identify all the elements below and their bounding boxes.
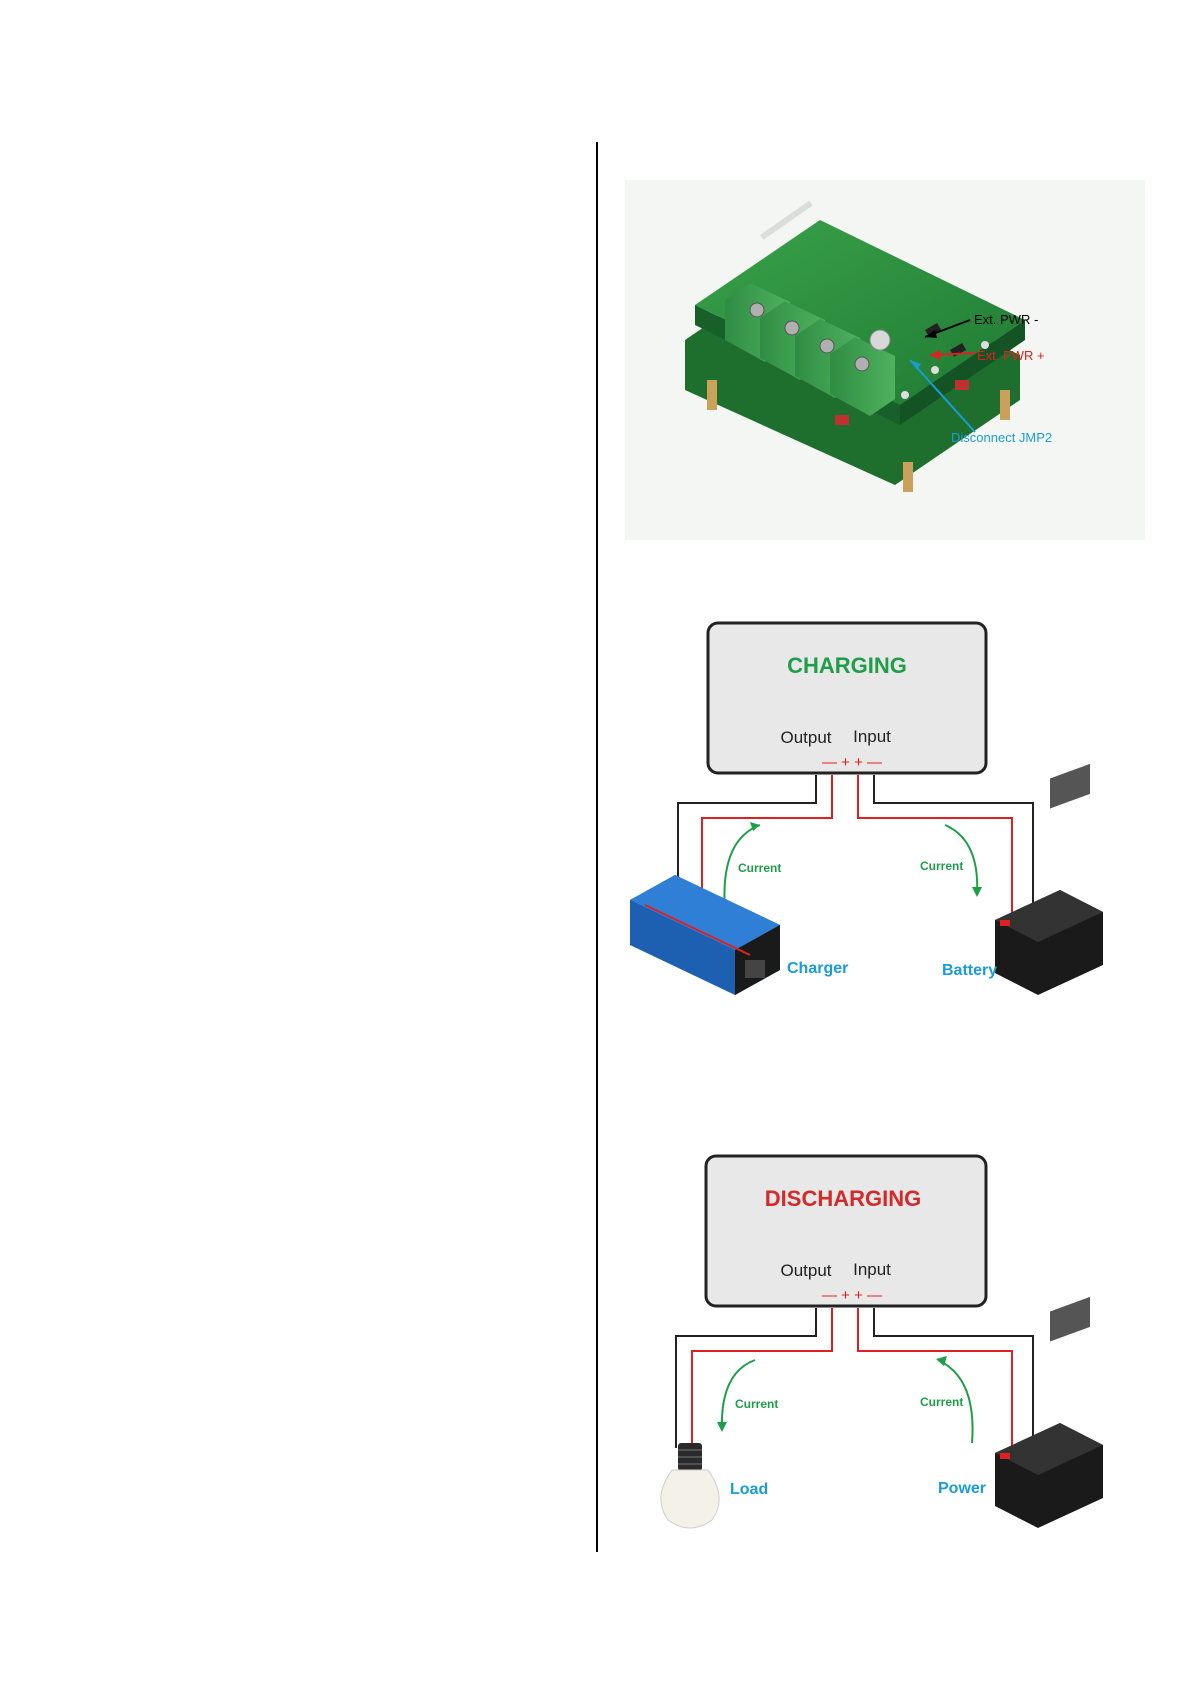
- wire-black-right: [874, 1308, 1033, 1453]
- discharging-title: DISCHARGING: [765, 1186, 921, 1211]
- controller-box: [706, 1156, 986, 1306]
- charging-diagram: CHARGING Output Input — + + — Current Cu…: [620, 615, 1120, 1005]
- current-label-left: Current: [735, 1397, 778, 1411]
- charging-title: CHARGING: [787, 653, 907, 678]
- input-label: Input: [853, 727, 891, 746]
- wire-black-left: [676, 1308, 816, 1448]
- wire-red-left: [702, 775, 832, 915]
- current-label-right: Current: [920, 1395, 963, 1409]
- charger-icon: [630, 875, 780, 995]
- battery-label: Battery: [942, 962, 997, 979]
- pcb-board-photo: Ext. PWR - Ext. PWR + Disconnect JMP2: [625, 180, 1145, 540]
- ext-pwr-minus-label: Ext. PWR -: [974, 312, 1038, 327]
- terminal-signs: — + + —: [822, 754, 882, 771]
- standoff: [707, 380, 717, 410]
- current-label-left: Current: [738, 861, 781, 875]
- standoff: [903, 462, 913, 492]
- wire-red-left: [692, 1308, 832, 1448]
- terminal-signs: — + + —: [822, 1287, 882, 1304]
- power-label: Power: [938, 1480, 986, 1497]
- load-label: Load: [730, 1481, 768, 1498]
- wire-red-right: [858, 775, 1012, 925]
- light-bulb-icon: [661, 1443, 719, 1528]
- controller-box: [708, 623, 986, 773]
- output-label: Output: [780, 1261, 831, 1280]
- standoff: [1000, 390, 1010, 420]
- column-divider: [596, 142, 598, 1552]
- wire-black-right: [874, 775, 1033, 920]
- current-arrow-left: [722, 1360, 755, 1430]
- charger-label: Charger: [787, 960, 848, 977]
- disconnect-jmp2-label: Disconnect JMP2: [951, 430, 1052, 445]
- output-label: Output: [780, 728, 831, 747]
- input-label: Input: [853, 1260, 891, 1279]
- ext-pwr-plus-label: Ext. PWR +: [977, 348, 1045, 363]
- discharging-diagram: DISCHARGING Output Input — + + — Current…: [620, 1148, 1120, 1543]
- current-label-right: Current: [920, 859, 963, 873]
- wire-red-right: [858, 1308, 1012, 1458]
- capacitor: [870, 330, 890, 350]
